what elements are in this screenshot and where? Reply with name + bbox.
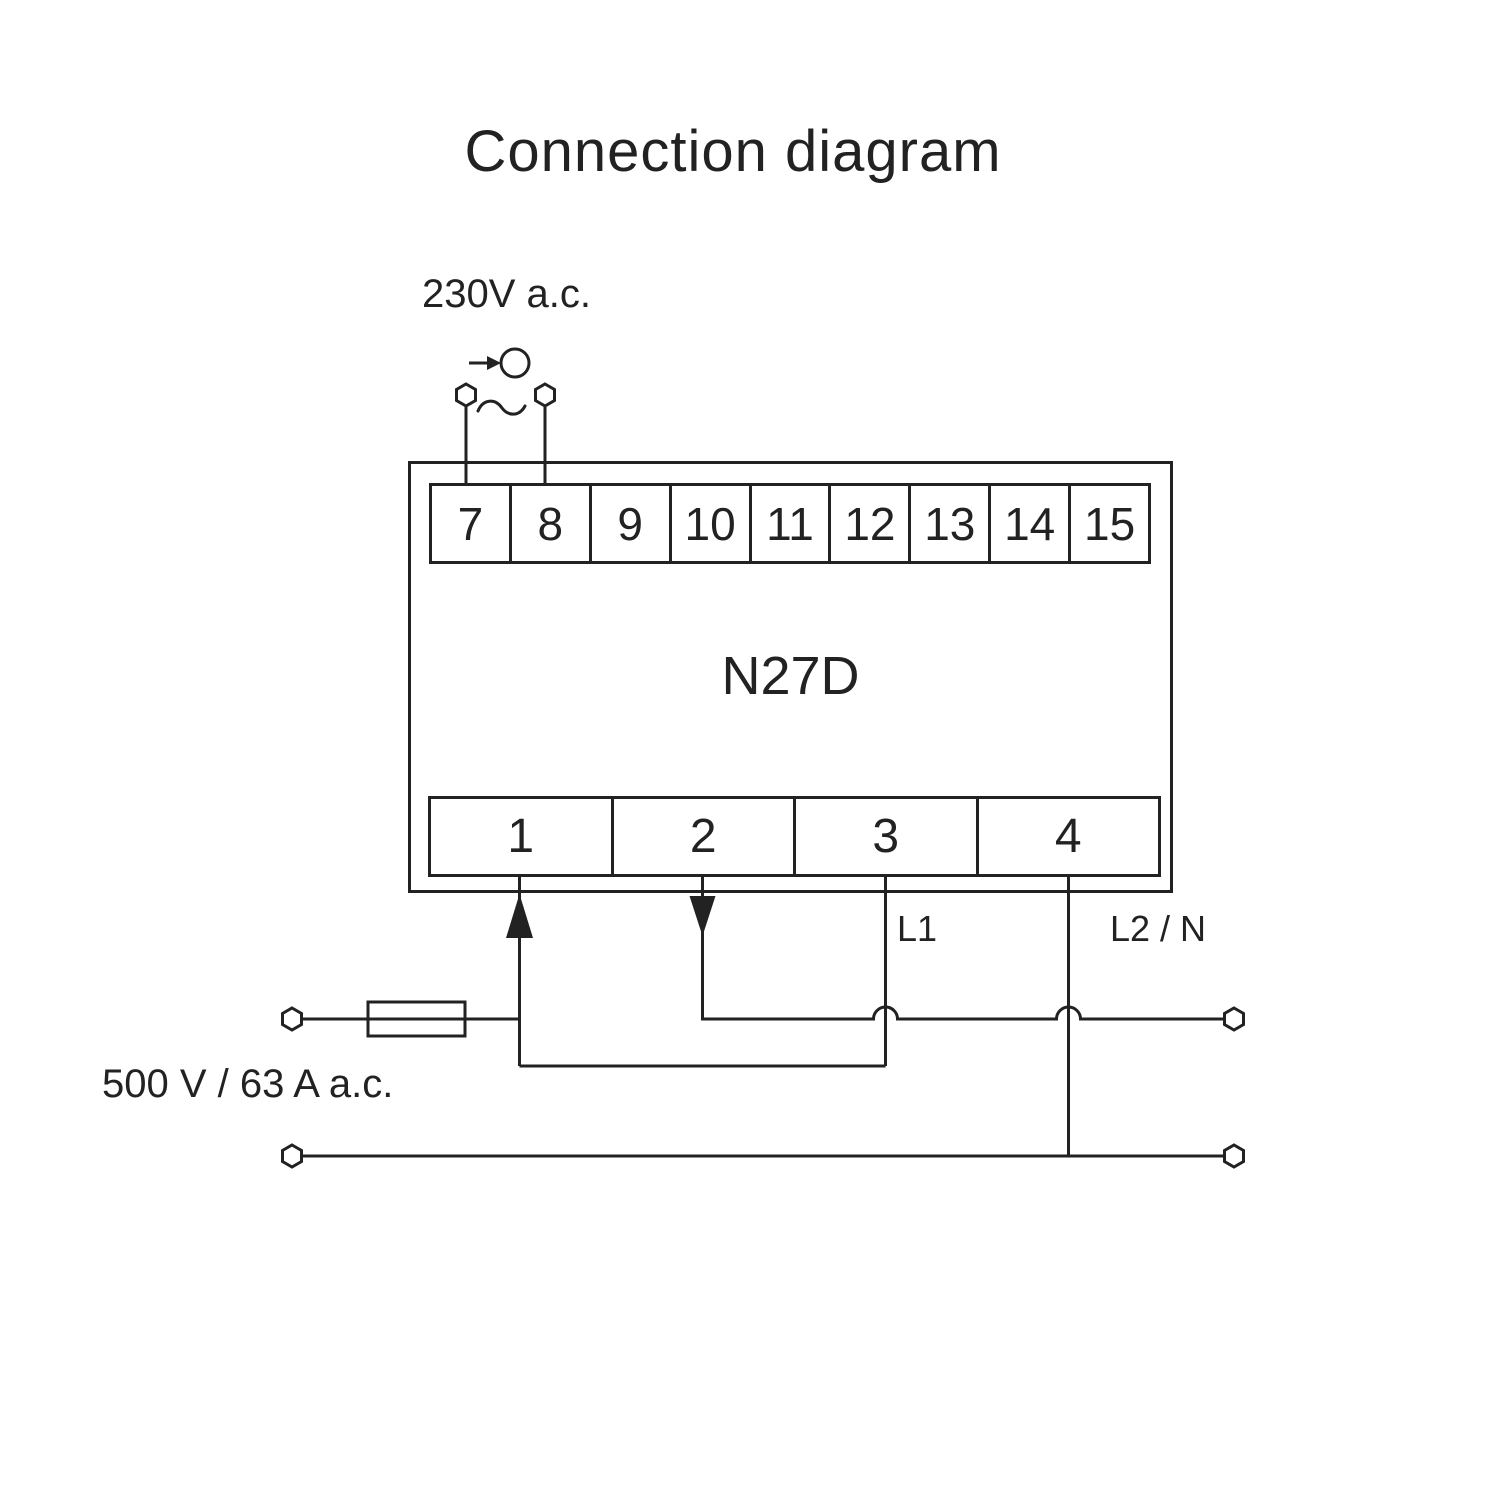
up-arrow-icon (506, 894, 533, 938)
terminal-3: 3 (793, 799, 976, 874)
connector-hexagon-icon (1223, 1143, 1245, 1169)
device-model-label: N27D (721, 646, 860, 706)
terminal-2: 2 (610, 799, 794, 874)
arrow-head-icon (487, 356, 501, 370)
terminal-hexagon-icon (534, 382, 556, 408)
terminal-hexagon-icon (455, 382, 477, 408)
wire-label-l1: L1 (897, 908, 938, 949)
terminal-13: 13 (908, 486, 988, 561)
wire-terminal-2 (701, 876, 1224, 1021)
terminal-4: 4 (975, 799, 1159, 874)
indicator-lamp-symbol (455, 347, 556, 484)
fused-input-circuit (281, 1000, 520, 1038)
bottom-terminal-strip: 1 2 3 4 (428, 796, 1161, 877)
terminal-1: 1 (507, 810, 535, 863)
terminal-7: 7 (457, 497, 484, 550)
terminal-9: 9 (588, 486, 669, 561)
connector-hexagon-icon (281, 1006, 303, 1032)
terminal-10: 10 (668, 486, 749, 561)
terminal-14: 14 (988, 486, 1068, 561)
ac-wave-icon (476, 399, 527, 416)
output-rating-label: 500 V / 63 A a.c. (102, 1062, 394, 1106)
down-arrow-icon (689, 896, 716, 936)
connector-hexagon-icon (281, 1143, 303, 1169)
terminal-15: 15 (1068, 486, 1148, 561)
page-title: Connection diagram (464, 119, 1002, 184)
supply-voltage-label: 230V a.c. (422, 272, 592, 316)
wire-label-l2-n: L2 / N (1110, 908, 1207, 949)
terminal2-output-circuit (689, 876, 1245, 1032)
terminal-12: 12 (828, 486, 908, 561)
terminal4-l2n-circuit (281, 876, 1245, 1169)
terminal-8: 8 (508, 486, 589, 561)
terminal1-l1-circuit (506, 876, 887, 1068)
connector-hexagon-icon (1223, 1006, 1245, 1032)
top-terminal-strip: 7 8 9 10 11 12 13 14 15 (429, 483, 1151, 564)
lamp-circle-icon (499, 347, 531, 379)
fuse-icon (366, 1000, 467, 1038)
terminal-11: 11 (748, 486, 829, 561)
